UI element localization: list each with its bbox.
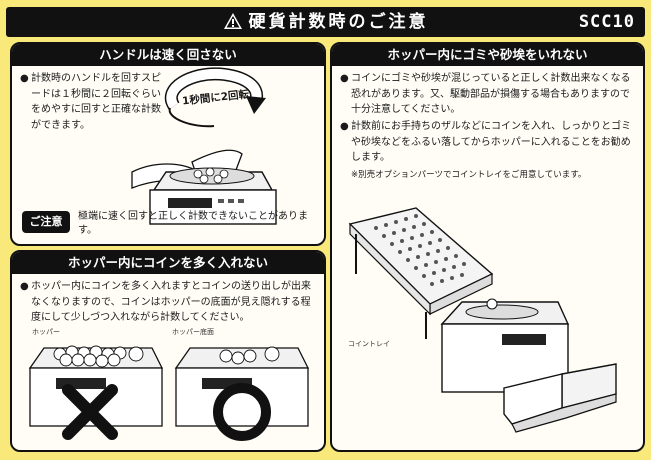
dust-bullet-2: ● 計数前にお手持ちのザルなどにコインを入れ、しっかりとゴミや砂埃などをふるい落…: [340, 119, 636, 166]
panel-handle-speed: ハンドルは速く回さない ● 計数時のハンドルを回すスピードは１秒間に２回転ぐらい…: [10, 42, 326, 246]
handle-bullet: ● 計数時のハンドルを回すスピードは１秒間に２回転ぐらいをめやすに回すと正確な計…: [20, 71, 168, 133]
dust-bullet-2-text: 計数前にお手持ちのザルなどにコインを入れ、しっかりとゴミや砂埃などをふるい落して…: [351, 121, 632, 163]
bullet-mark: ●: [20, 281, 29, 292]
header-title-text: 硬貨計数時のご注意: [248, 12, 429, 32]
label-hopper-bottom: ホッパー底面: [172, 328, 214, 336]
caution-text: 極端に速く回すと正しく計数できないことがあります。: [78, 211, 308, 236]
coins-bullet: ● ホッパー内にコインを多く入れますとコインの送り出しが出来なくなりますので、コ…: [20, 279, 316, 326]
page-title: 硬貨計数時のご注意: [6, 7, 645, 37]
panel-no-dust: ホッパー内にゴミや砂埃をいれない ● コインにゴミや砂埃が混じっていると正しく計…: [330, 42, 645, 452]
bullet-mark: ●: [340, 121, 349, 132]
panel-coins-title: ホッパー内にコインを多く入れない: [12, 252, 324, 274]
caution-badge: ご注意: [22, 211, 70, 233]
panel-handle-title: ハンドルは速く回さない: [12, 44, 324, 66]
overfilled-hopper-illustration: [28, 345, 164, 427]
correct-hopper-illustration: [174, 346, 310, 427]
rotation-arrow-icon: [164, 67, 266, 128]
counter-machine-illustration: [440, 298, 617, 433]
panel-dust-title: ホッパー内にゴミや砂埃をいれない: [332, 44, 643, 66]
model-code: SCC10: [578, 12, 635, 32]
warning-icon: [223, 12, 242, 29]
label-coin-tray: コイントレイ: [348, 340, 390, 348]
label-hopper: ホッパー: [32, 328, 60, 336]
cross-mark-icon: [62, 384, 118, 440]
header-bar: 硬貨計数時のご注意 SCC10: [6, 7, 645, 37]
bullet-mark: ●: [340, 73, 349, 84]
coin-tray-illustration: [348, 207, 494, 339]
dust-bullet-1-text: コインにゴミや砂埃が混じっていると正しく計数出来なくなる恐れがあります。又、駆動…: [351, 73, 631, 115]
panel-coin-amount: ホッパー内にコインを多く入れない ● ホッパー内にコインを多く入れますとコインの…: [10, 250, 326, 452]
circle-mark-icon: [213, 383, 271, 441]
coin-counter-illustration: [131, 149, 277, 225]
option-note: ※別売オプションパーツでコイントレイをご用意しています。: [351, 170, 587, 180]
dust-bullet-1: ● コインにゴミや砂埃が混じっていると正しく計数出来なくなる恐れがあります。又、…: [340, 71, 636, 118]
bullet-mark: ●: [20, 73, 29, 84]
handle-bullet-text: 計数時のハンドルを回すスピードは１秒間に２回転ぐらいをめやすに回すと正確な計数が…: [31, 73, 161, 131]
coins-bullet-text: ホッパー内にコインを多く入れますとコインの送り出しが出来なくなりますので、コイン…: [31, 281, 311, 323]
